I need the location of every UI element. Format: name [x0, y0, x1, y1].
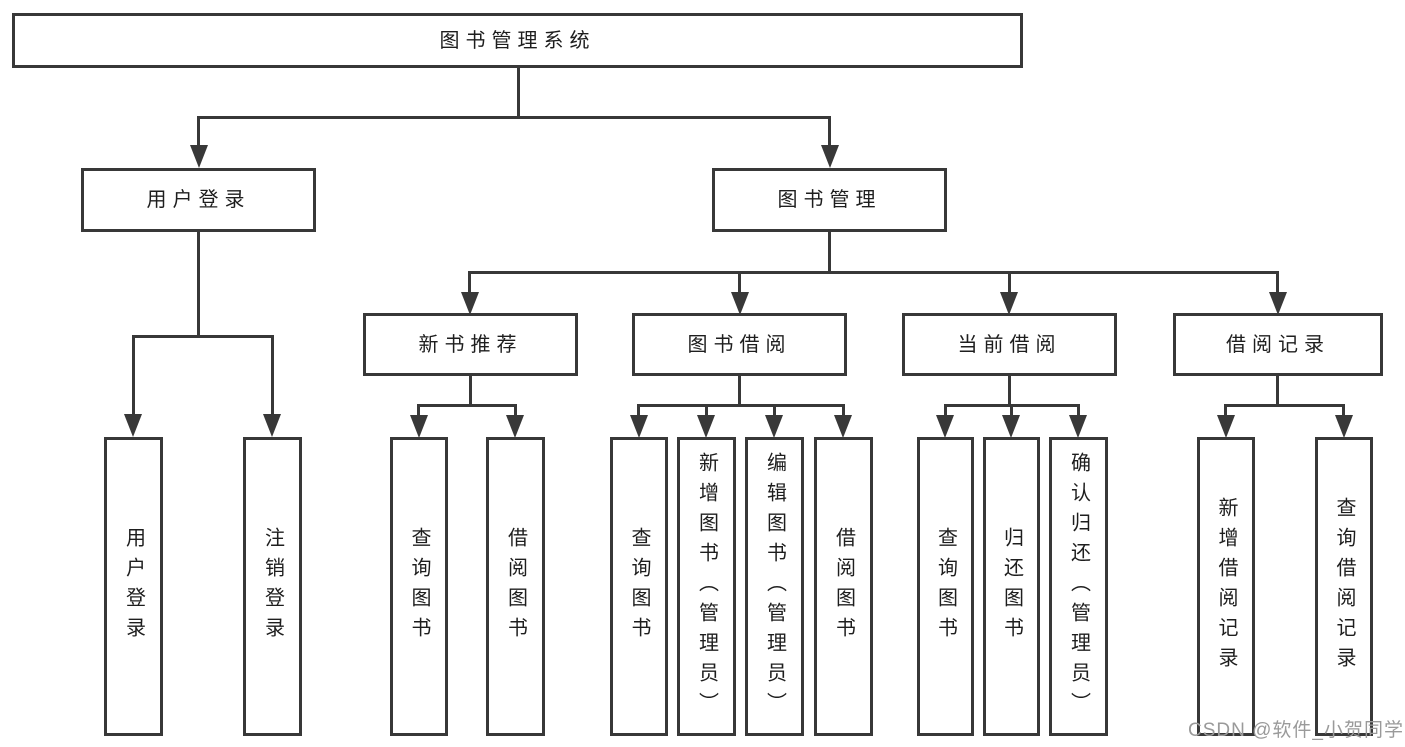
connector-user-login-branch [132, 335, 274, 338]
connector-drop-g4-leaf1 [944, 404, 947, 418]
watermark: CSDN @软件_小贺同学 [1188, 720, 1404, 741]
leaf-logout: 注销登录 [243, 437, 302, 736]
arrowhead-book-borrowing-icon [731, 292, 749, 315]
connector-drop-g3-leaf4 [842, 404, 845, 418]
arrowhead-g3-leaf1-icon [630, 415, 648, 438]
connector-drop-g3-leaf2 [705, 404, 708, 418]
leaf-user-login: 用户登录 [104, 437, 163, 736]
arrowhead-g4-leaf1-icon [936, 415, 954, 438]
arrowhead-g3-leaf4-icon [834, 415, 852, 438]
arrowhead-borrowing-records-icon [1269, 292, 1287, 315]
connector-drop-g5-leaf2 [1342, 404, 1345, 418]
connector-user-login-stem [197, 232, 200, 337]
connector-book-borrowing-stem [738, 376, 741, 407]
connector-drop-leaf-logout [271, 335, 274, 417]
arrowhead-g4-leaf2-icon [1002, 415, 1020, 438]
connector-drop-current-borrowing [1008, 271, 1011, 295]
connector-root-stem [517, 66, 520, 119]
connector-drop-g4-leaf3 [1077, 404, 1080, 418]
connector-drop-g2-leaf2 [514, 404, 517, 418]
connector-borrowing-records-stem [1276, 376, 1279, 407]
arrowhead-book-management-icon [821, 145, 839, 168]
arrowhead-g2-leaf1-icon [410, 415, 428, 438]
arrowhead-g5-leaf1-icon [1217, 415, 1235, 438]
node-book-management: 图书管理 [712, 168, 947, 232]
leaf-query-books-current: 查询图书 [917, 437, 974, 736]
arrowhead-g3-leaf2-icon [697, 415, 715, 438]
arrowhead-current-borrowing-icon [1000, 292, 1018, 315]
node-current-borrowing: 当前借阅 [902, 313, 1117, 376]
node-user-login: 用户登录 [81, 168, 316, 232]
connector-book-management-stem [828, 232, 831, 274]
connector-root-branch [197, 116, 831, 119]
connector-drop-leaf-user-login [132, 335, 135, 417]
node-new-book-recommendation: 新书推荐 [363, 313, 578, 376]
leaf-confirm-return-admin: 确认归还（管理员） [1049, 437, 1108, 736]
arrowhead-g4-leaf3-icon [1069, 415, 1087, 438]
connector-new-book-stem [469, 376, 472, 407]
node-root-book-management-system: 图书管理系统 [12, 13, 1023, 68]
leaf-borrow-books-recommend: 借阅图书 [486, 437, 545, 736]
connector-drop-book-borrowing [738, 271, 741, 295]
leaf-edit-books-admin: 编辑图书（管理员） [745, 437, 804, 736]
leaf-query-books-borrowing: 查询图书 [610, 437, 668, 736]
leaf-query-borrow-record: 查询借阅记录 [1315, 437, 1373, 736]
arrowhead-g3-leaf3-icon [765, 415, 783, 438]
connector-drop-g4-leaf2 [1010, 404, 1013, 418]
connector-drop-borrowing-records [1276, 271, 1279, 295]
arrowhead-leaf-logout-icon [263, 414, 281, 437]
connector-book-borrowing-branch [637, 404, 845, 407]
node-book-borrowing: 图书借阅 [632, 313, 847, 376]
arrowhead-g2-leaf2-icon [506, 415, 524, 438]
connector-drop-book-management [828, 116, 831, 148]
connector-drop-g2-leaf1 [417, 404, 420, 418]
arrowhead-g5-leaf2-icon [1335, 415, 1353, 438]
leaf-add-borrow-record: 新增借阅记录 [1197, 437, 1255, 736]
connector-drop-g5-leaf1 [1224, 404, 1227, 418]
node-borrowing-records: 借阅记录 [1173, 313, 1383, 376]
connector-book-management-branch [468, 271, 1279, 274]
connector-drop-user-login [197, 116, 200, 148]
connector-drop-new-book [468, 271, 471, 295]
arrowhead-new-book-icon [461, 292, 479, 315]
leaf-borrow-books-borrowing: 借阅图书 [814, 437, 873, 736]
connector-drop-g3-leaf3 [773, 404, 776, 418]
connector-borrowing-records-branch [1224, 404, 1345, 407]
leaf-add-books-admin: 新增图书（管理员） [677, 437, 736, 736]
arrowhead-leaf-user-login-icon [124, 414, 142, 437]
arrowhead-user-login-icon [190, 145, 208, 168]
connector-current-borrowing-stem [1008, 376, 1011, 407]
leaf-query-books-recommend: 查询图书 [390, 437, 448, 736]
connector-new-book-branch [417, 404, 517, 407]
leaf-return-books: 归还图书 [983, 437, 1040, 736]
connector-drop-g3-leaf1 [637, 404, 640, 418]
